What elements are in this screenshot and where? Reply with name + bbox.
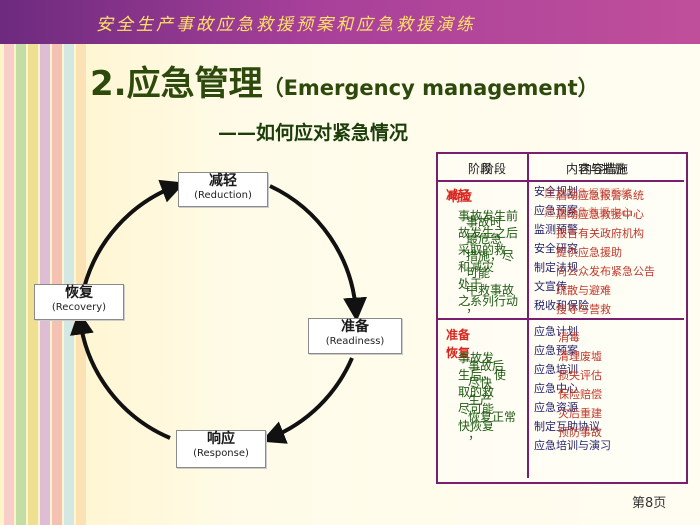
- arc-response-recovery: [70, 310, 171, 440]
- content-list-1: 安全规划 应急预案 监测预警 安全研究 制定法规 文宣传 税收和保险: [534, 185, 589, 312]
- node-sublabel: (Reduction): [194, 190, 252, 201]
- header-banner: 安全生产事故应急救援预案和应急救援演练: [0, 0, 700, 44]
- content-list-2: 应急计划 应急预案 应急培训 应急中心 应急资源 制定互助协议 应急培训与演习: [534, 325, 611, 452]
- arc-reduction-readiness: [269, 184, 368, 322]
- page-title: 2.应急管理（Emergency management）: [90, 56, 599, 105]
- node-sublabel: (Response): [193, 448, 249, 459]
- title-main: 2.应急管理: [90, 64, 263, 104]
- table-header-divider: [438, 180, 684, 182]
- overlay-list-1: 启动应急报警系统 启动应急救援中心 报告有关政府机构 提供应急援助 向公众发布紧…: [556, 189, 655, 316]
- stage-description-2: 事故发 生后，使 取的救 尽可能 快恢复: [458, 351, 507, 433]
- cycle-node-response: 响应 (Response): [176, 430, 266, 468]
- node-label: 响应: [207, 431, 235, 447]
- page-subtitle: ——如何应对紧急情况: [218, 122, 409, 144]
- stage-label-readiness: 准备: [446, 328, 471, 342]
- header-content-a: 内容与措施: [566, 162, 627, 176]
- cycle-node-reduction: 减轻 (Reduction): [178, 172, 268, 207]
- node-label: 准备: [341, 319, 369, 335]
- header-content-b: 内容措施: [580, 162, 629, 176]
- header-stage-a: 阶段: [468, 162, 493, 176]
- node-label: 恢复: [65, 285, 93, 301]
- decorative-stripes: [0, 0, 90, 525]
- overlay-description-1: 事故时 最危急 措施，尽 可能 中救事故 ；: [466, 215, 515, 314]
- stage-label-reduction: 减轻: [446, 188, 471, 202]
- arc-recovery-reduction: [82, 179, 185, 289]
- stage-label-response: 响应: [448, 190, 473, 204]
- table-column-divider: [527, 154, 529, 478]
- node-label: 减轻: [209, 173, 237, 189]
- cycle-node-recovery: 恢复 (Recovery): [34, 284, 124, 320]
- cycle-node-readiness: 准备 (Readiness): [308, 318, 402, 354]
- overlay-description-2: 事故后 尽快 生产 恢复正常 ；: [468, 359, 517, 441]
- title-english: （Emergency management）: [262, 76, 599, 100]
- page-number: 第8页: [632, 496, 667, 511]
- table-row-divider: [438, 318, 684, 320]
- node-sublabel: (Recovery): [51, 302, 107, 313]
- overlay-list-2: 消毒 清理废墟 损失评估 保险赔偿 灾后重建 预防事故: [558, 331, 602, 439]
- stage-label-recovery: 恢复: [446, 346, 471, 360]
- arc-readiness-response: [261, 357, 354, 444]
- stage-description-1: 事故发生前 故发生之后 采取的救 和减灾 处于 之系列行动: [458, 209, 519, 308]
- node-sublabel: (Readiness): [325, 336, 385, 347]
- header-stage-b: 阶段: [482, 162, 507, 176]
- banner-title: 安全生产事故应急救援预案和应急救援演练: [96, 15, 476, 35]
- overlay-extra-list: 建立应急报警系统 建立应急救援中心: [544, 187, 632, 219]
- stage-measures-table: 阶段 阶段 内容与措施 内容措施 减轻 响应 准备 恢复 事故发生前 故发生之后…: [436, 152, 688, 484]
